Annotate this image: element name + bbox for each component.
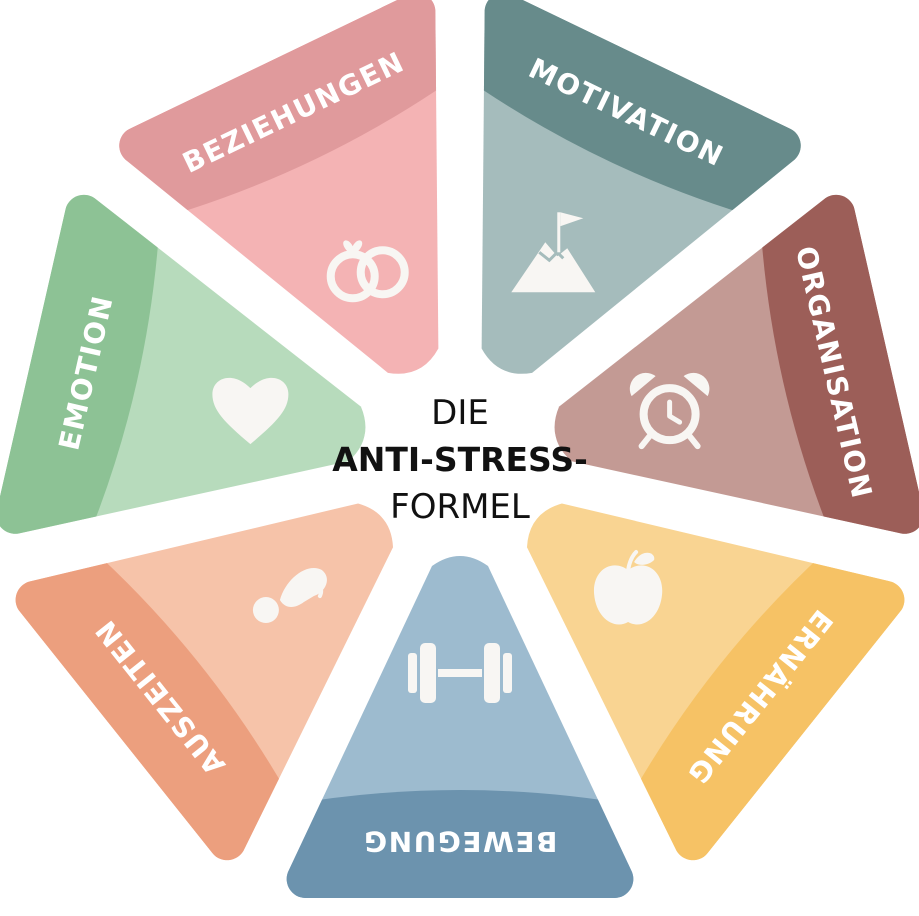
relaxing-person-icon xyxy=(252,567,327,624)
heart-icon xyxy=(212,377,289,445)
dumbbell-icon xyxy=(408,643,512,703)
segment-label: BEWEGUNG xyxy=(363,825,558,858)
center-title: DIE ANTI-STRESS- FORMEL xyxy=(332,393,588,527)
apple-icon xyxy=(593,550,663,625)
mountain-flag-icon xyxy=(511,212,596,293)
center-title-line2: ANTI-STRESS- xyxy=(332,440,588,479)
rings-icon xyxy=(326,240,409,303)
center-title-line3: FORMEL xyxy=(390,487,530,527)
alarm-clock-icon xyxy=(629,372,710,450)
center-title-line1: DIE xyxy=(431,393,489,433)
